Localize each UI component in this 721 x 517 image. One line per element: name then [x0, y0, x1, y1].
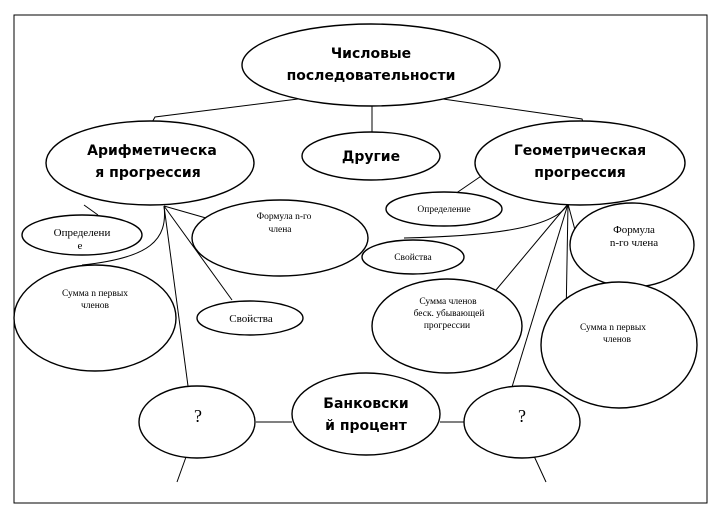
connector-geo-formula — [567, 203, 576, 231]
node-label: Свойства — [229, 313, 273, 325]
node-geometric-progression: Геометрическая прогрессия — [474, 120, 686, 206]
connector-right-down — [533, 455, 547, 483]
node-geo-definition: Определение — [385, 191, 503, 227]
node-label-line: Сумма членов — [419, 297, 477, 307]
node-number-sequences: Числовые последовательности — [241, 23, 501, 107]
node-label-line: Числовые — [331, 46, 411, 62]
node-bank-interest: Банковски й процент — [291, 372, 441, 456]
node-arith-properties: Свойства — [196, 300, 304, 336]
node-label-line: Геометрическая — [514, 143, 646, 159]
node-label-line: я прогрессия — [95, 165, 200, 181]
node-label-line: Банковски — [323, 396, 408, 412]
node-label-line: последовательности — [287, 68, 456, 84]
node-label-line: прогрессия — [534, 165, 626, 181]
node-label-line: Арифметическа — [87, 143, 217, 159]
connector-arith-definition — [83, 204, 99, 216]
connector-geo-infinite-sum — [495, 203, 569, 291]
node-label-line: Формула n-го — [257, 212, 312, 222]
node-other: Другие — [301, 131, 441, 181]
node-left-unknown: ? — [138, 385, 256, 459]
node-label: Другие — [342, 149, 400, 165]
node-label-line: Сумма n первых — [62, 289, 128, 299]
node-label-line: n-го члена — [610, 237, 658, 249]
node-label-line: е — [78, 240, 83, 252]
node-label-line: члена — [268, 225, 292, 235]
node-label-line: Определени — [54, 227, 111, 239]
node-arithmetic-progression: Арифметическа я прогрессия — [45, 120, 255, 206]
node-label-line: беск. убывающей — [414, 308, 485, 319]
node-label: ? — [518, 406, 526, 426]
node-label: Определение — [417, 205, 470, 215]
node-geo-nth-formula: Формула n-го члена — [569, 202, 695, 288]
connector-geo-unknown — [511, 203, 569, 388]
node-label-line: прогрессии — [424, 321, 470, 331]
node-arith-nth-formula: Формула n-го члена — [191, 199, 369, 277]
node-label: Свойства — [394, 252, 432, 263]
node-label-line: членов — [81, 301, 110, 311]
node-label-line: й процент — [325, 418, 408, 434]
node-label-line: Формула — [613, 224, 655, 236]
connector-left-down — [176, 456, 187, 483]
node-geo-sum-first: Сумма n первых членов — [540, 281, 698, 409]
node-geo-properties: Свойства — [361, 239, 465, 275]
node-label: ? — [194, 406, 202, 426]
diagram-frame — [13, 14, 708, 504]
node-right-unknown: ? — [463, 385, 581, 459]
node-geo-infinite-sum: Сумма членов беск. убывающей прогрессии — [371, 278, 523, 374]
node-arith-sum-first: Сумма n первых членов — [13, 264, 177, 372]
node-label-line: Сумма n первых — [580, 323, 646, 333]
connector-arith-sum — [81, 205, 166, 266]
node-label-line: членов — [603, 335, 632, 345]
node-arith-definition: Определени е — [21, 214, 143, 256]
connector-arith-unknown — [163, 205, 189, 387]
